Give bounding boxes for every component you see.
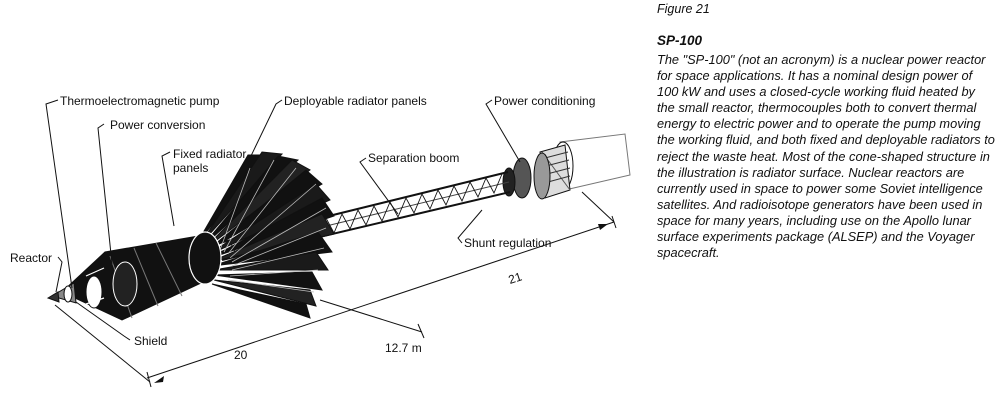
label-power-conversion: Power conversion: [110, 118, 205, 132]
leader-lines: [45, 99, 521, 341]
power-conditioning-module: [502, 133, 631, 200]
label-shunt-regulation: Shunt regulation: [464, 236, 551, 250]
dimension-overall-front: 20: [234, 348, 248, 362]
figure-number: Figure 21: [657, 2, 710, 16]
label-fixed-radiator-line1: Fixed radiator: [173, 147, 246, 161]
figure-title: SP-100: [657, 33, 703, 48]
label-deployable-radiator: Deployable radiator panels: [284, 94, 427, 108]
figure-caption: The "SP-100" (not an acronym) is a nucle…: [657, 52, 995, 261]
label-reactor: Reactor: [10, 251, 52, 265]
caption-panel: Figure 21 SP-100 The "SP-100" (not an ac…: [657, 2, 995, 261]
label-fixed-radiator-line2: panels: [173, 161, 208, 175]
radiator-panels: [195, 151, 335, 319]
dimension-radiator-diameter: 12.7 m: [385, 341, 422, 355]
sp100-diagram: Thermoelectromagnetic pump Power convers…: [10, 94, 631, 388]
label-separation-boom: Separation boom: [368, 151, 459, 165]
label-power-conditioning: Power conditioning: [494, 94, 595, 108]
reactor-cone-body: [46, 231, 222, 321]
dimension-lines: [54, 191, 617, 388]
label-thermoelectromagnetic-pump: Thermoelectromagnetic pump: [60, 94, 220, 108]
label-shield: Shield: [134, 334, 167, 348]
dimension-overall-rear: 21: [507, 269, 524, 287]
